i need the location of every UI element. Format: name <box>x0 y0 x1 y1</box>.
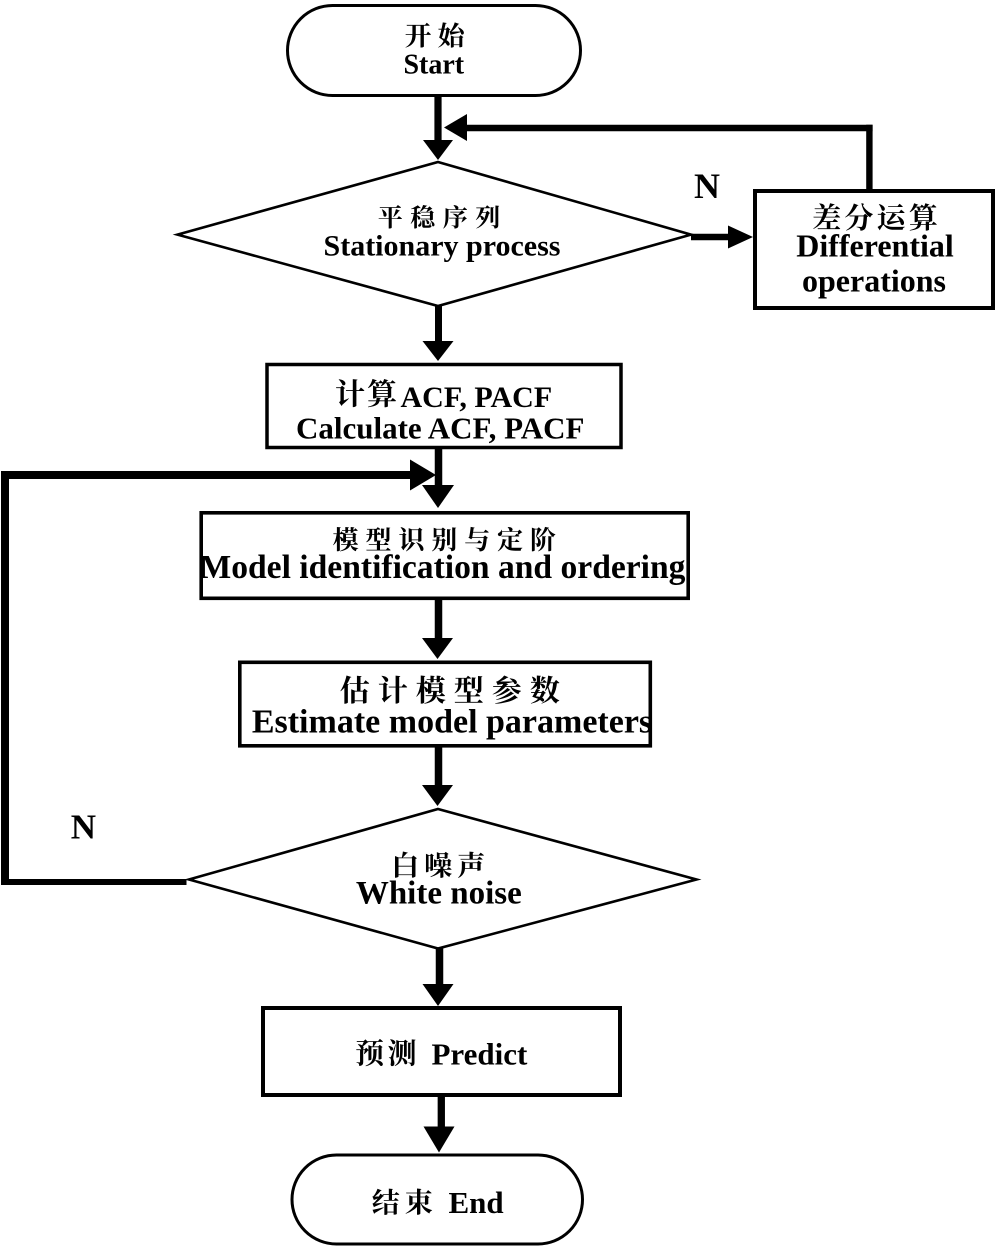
svg-text:End: End <box>449 1185 504 1220</box>
svg-text:Start: Start <box>403 50 464 81</box>
svg-text:N: N <box>71 808 96 847</box>
svg-text:operations: operations <box>802 263 946 299</box>
svg-text:ACF, PACF: ACF, PACF <box>401 381 553 414</box>
svg-text:Stationary process: Stationary process <box>324 230 561 263</box>
svg-text:Model identification and order: Model identification and ordering <box>200 549 686 586</box>
svg-text:Predict: Predict <box>432 1037 529 1072</box>
svg-text:Differential: Differential <box>796 228 954 264</box>
svg-text:Estimate model parameters: Estimate model parameters <box>252 704 652 741</box>
svg-text:Calculate ACF, PACF: Calculate ACF, PACF <box>296 411 584 446</box>
svg-text:White noise: White noise <box>356 876 522 912</box>
svg-text:N: N <box>694 166 720 206</box>
